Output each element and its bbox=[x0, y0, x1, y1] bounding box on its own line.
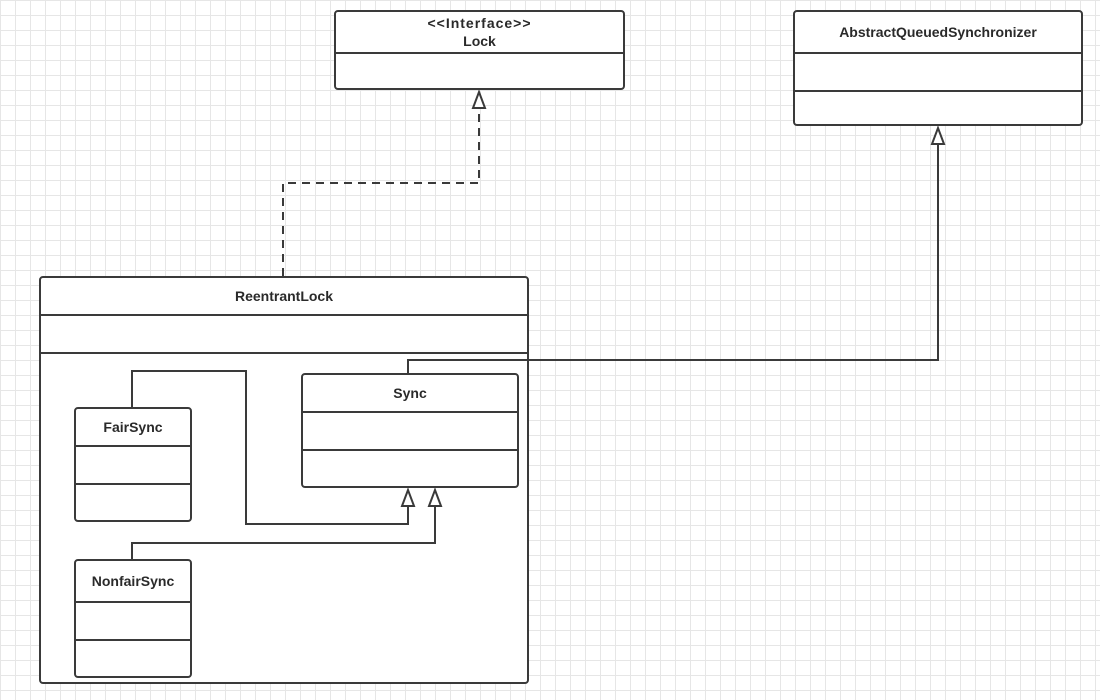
sync-class[interactable]: Sync bbox=[301, 373, 519, 488]
lock-interface-class[interactable]: <<Interface>> Lock bbox=[334, 10, 625, 90]
class-name: ReentrantLock bbox=[234, 288, 334, 304]
class-name: Sync bbox=[393, 385, 427, 401]
class-header: AbstractQueuedSynchronizer bbox=[795, 12, 1081, 54]
class-header: FairSync bbox=[76, 409, 190, 447]
class-header: <<Interface>> Lock bbox=[336, 12, 623, 54]
generalization-line-fairsync bbox=[131, 370, 409, 525]
class-name: FairSync bbox=[103, 419, 163, 435]
arrowhead-sync-fair bbox=[400, 487, 416, 507]
class-name: NonfairSync bbox=[91, 573, 175, 589]
class-name: Lock bbox=[463, 33, 496, 49]
attributes-section bbox=[76, 447, 190, 485]
class-header: Sync bbox=[303, 375, 517, 413]
generalization-line-aqs bbox=[407, 144, 939, 373]
attributes-section bbox=[303, 413, 517, 451]
attributes-section bbox=[41, 316, 527, 354]
arrowhead-sync-nonfair bbox=[427, 487, 443, 507]
arrowhead-lock bbox=[471, 89, 487, 109]
attributes-section bbox=[76, 603, 190, 641]
stereotype-label: <<Interface>> bbox=[427, 15, 532, 31]
class-header: ReentrantLock bbox=[41, 278, 527, 316]
class-name: AbstractQueuedSynchronizer bbox=[839, 24, 1037, 40]
arrowhead-aqs bbox=[930, 125, 946, 145]
aqs-class[interactable]: AbstractQueuedSynchronizer bbox=[793, 10, 1083, 126]
class-header: NonfairSync bbox=[76, 561, 190, 603]
attributes-section bbox=[795, 54, 1081, 92]
fairsync-class[interactable]: FairSync bbox=[74, 407, 192, 522]
nonfairsync-class[interactable]: NonfairSync bbox=[74, 559, 192, 678]
generalization-line-nonfairsync bbox=[131, 506, 436, 559]
realization-line bbox=[282, 108, 480, 276]
